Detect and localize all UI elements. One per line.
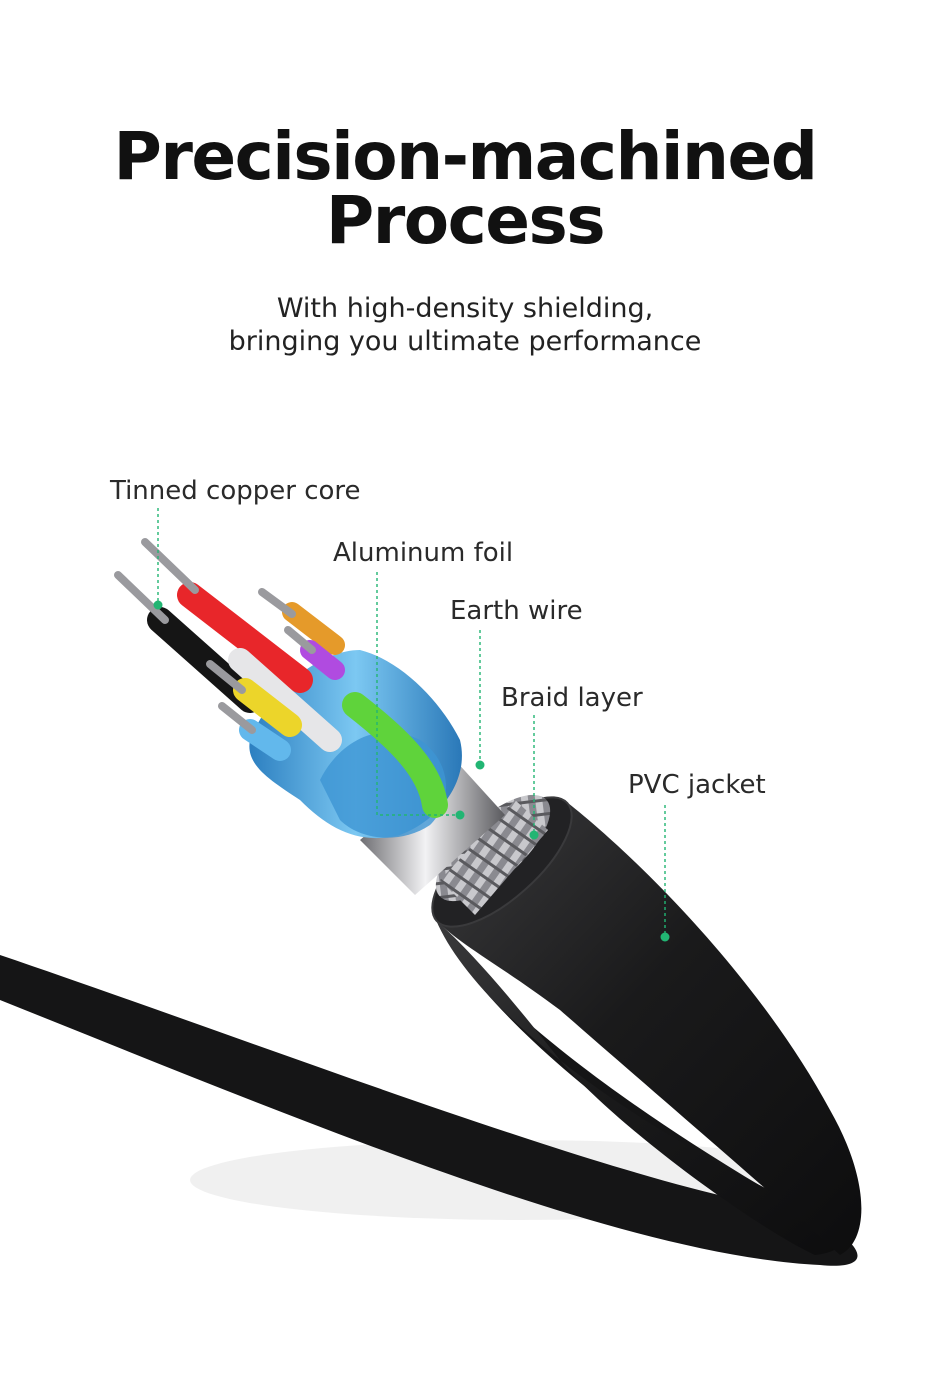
callout-dot-earth <box>475 760 485 770</box>
colored-wires <box>147 582 448 818</box>
title-line-2: Process <box>325 182 606 259</box>
label-tinned-copper-core: Tinned copper core <box>110 476 361 506</box>
label-pvc-jacket: PVC jacket <box>628 770 766 800</box>
page-title: Precision-machined Process <box>0 118 930 259</box>
subtitle-line-2: bringing you ultimate performance <box>228 326 702 357</box>
title-line-1: Precision-machined <box>113 118 818 195</box>
subtitle: With high-density shielding, bringing yo… <box>0 292 930 358</box>
pvc-jacket-sleeve <box>436 803 862 1255</box>
callout-dot-pvc <box>660 932 670 942</box>
braid-layer-band <box>440 800 548 915</box>
callout-dot-braid <box>529 830 539 840</box>
callout-dot-core <box>153 600 163 610</box>
pvc-jacket-body <box>0 920 858 1266</box>
tinned-copper-strands <box>114 538 316 734</box>
aluminum-foil-band <box>360 760 505 895</box>
label-earth-wire: Earth wire <box>450 596 583 626</box>
subtitle-line-1: With high-density shielding, <box>276 293 654 324</box>
pvc-jacket-upper <box>436 920 842 1255</box>
leader-line-foil <box>376 572 460 816</box>
callout-dot-foil <box>455 810 465 820</box>
label-aluminum-foil: Aluminum foil <box>333 538 514 568</box>
label-braid-layer: Braid layer <box>501 683 643 713</box>
